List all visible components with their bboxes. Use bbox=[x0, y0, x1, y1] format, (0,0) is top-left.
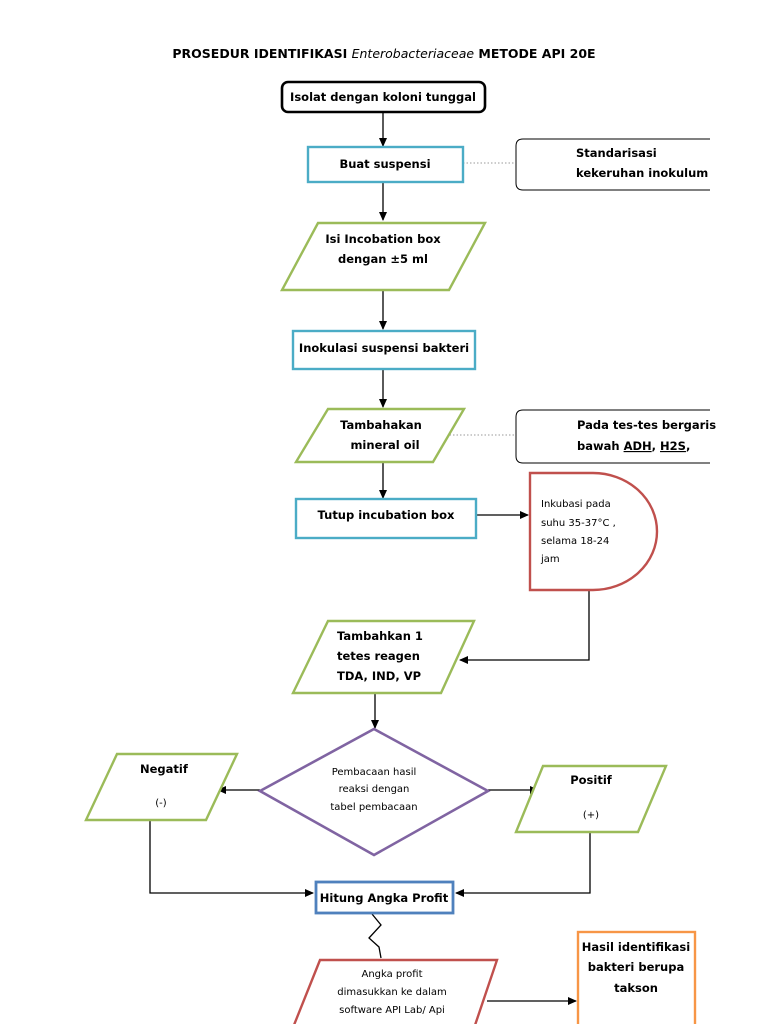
negatif-label: Negatif bbox=[140, 762, 189, 776]
positif-node bbox=[514, 764, 668, 834]
inkubasi-label-1: Inkubasi pada bbox=[541, 499, 611, 510]
page-title: PROSEDUR IDENTIFIKASI Enterobacteriaceae… bbox=[172, 46, 596, 61]
pembacaan-node bbox=[257, 727, 491, 857]
positif-label: Positif bbox=[570, 773, 613, 787]
pembacaan-label-1: Pembacaan hasil bbox=[332, 767, 417, 778]
negatif-node bbox=[84, 752, 239, 822]
annotation-links bbox=[446, 162, 516, 436]
note-oil-label-1: Pada tes-tes bergaris bbox=[577, 418, 716, 432]
positif-sign: (+) bbox=[583, 810, 599, 821]
standarisasi-label-1: Standarisasi bbox=[576, 146, 657, 160]
negatif-sign: (-) bbox=[155, 798, 167, 809]
inokulasi-node bbox=[291, 329, 477, 371]
hasil-label-1: Hasil identifikasi bbox=[582, 940, 690, 954]
standarisasi-annotation bbox=[515, 138, 710, 191]
start-node-label: Isolat dengan koloni tunggal bbox=[290, 90, 476, 104]
inkubasi-label-3: selama 18-24 bbox=[541, 536, 609, 547]
pembacaan-label-3: tabel pembacaan bbox=[330, 802, 417, 813]
hitung-node bbox=[314, 880, 455, 915]
reagen-node bbox=[291, 619, 476, 695]
hasil-label-3: takson bbox=[614, 981, 658, 995]
squiggle-hitung-to-angka bbox=[368, 913, 382, 959]
inkubasi-node bbox=[528, 471, 659, 592]
arrow-inkubasi-to-reagen bbox=[459, 590, 590, 664]
inokulasi-node-label: Inokulasi suspensi bakteri bbox=[299, 341, 469, 355]
inkubasi-label-2: suhu 35-37°C , bbox=[541, 518, 616, 529]
reagen-label-2: tetes reagen bbox=[337, 649, 420, 663]
angka-label-1: Angka profit bbox=[361, 969, 422, 980]
arrow-negatif-to-hitung bbox=[149, 820, 314, 897]
inkubasi-label-4: jam bbox=[540, 554, 560, 565]
angka-label-3: software API Lab/ Api bbox=[339, 1005, 445, 1016]
start-node bbox=[280, 80, 487, 114]
isi-box-label-2: dengan ±5 ml bbox=[338, 252, 428, 266]
isi-box-node bbox=[279, 221, 488, 292]
pembacaan-label-2: reaksi dengan bbox=[339, 784, 410, 795]
angka-node bbox=[293, 958, 499, 1024]
hitung-node-label: Hitung Angka Profit bbox=[320, 891, 449, 905]
hasil-node bbox=[576, 930, 697, 1024]
suspensi-node-label: Buat suspensi bbox=[339, 157, 430, 171]
isi-box-label-1: Isi Incobation box bbox=[325, 232, 441, 246]
arrow-positif-to-hitung bbox=[455, 832, 591, 897]
suspensi-node bbox=[306, 145, 465, 184]
hasil-label-2: bakteri berupa bbox=[588, 960, 684, 974]
reagen-label-1: Tambahkan 1 bbox=[337, 629, 423, 643]
note-oil-label-2: bawah ADH, H2S, bbox=[577, 439, 690, 453]
tutup-node-label: Tutup incubation box bbox=[318, 508, 455, 522]
standarisasi-label-2: kekeruhan inokulum bbox=[576, 166, 708, 180]
tutup-node bbox=[294, 497, 478, 540]
connectors bbox=[149, 112, 591, 1005]
mineral-node bbox=[293, 407, 467, 464]
reagen-label-3: TDA, IND, VP bbox=[337, 669, 421, 683]
note-oil-annotation bbox=[515, 409, 710, 464]
mineral-label-2: mineral oil bbox=[350, 438, 419, 452]
mineral-label-1: Tambahakan bbox=[340, 418, 422, 432]
angka-label-2: dimasukkan ke dalam bbox=[337, 987, 446, 998]
